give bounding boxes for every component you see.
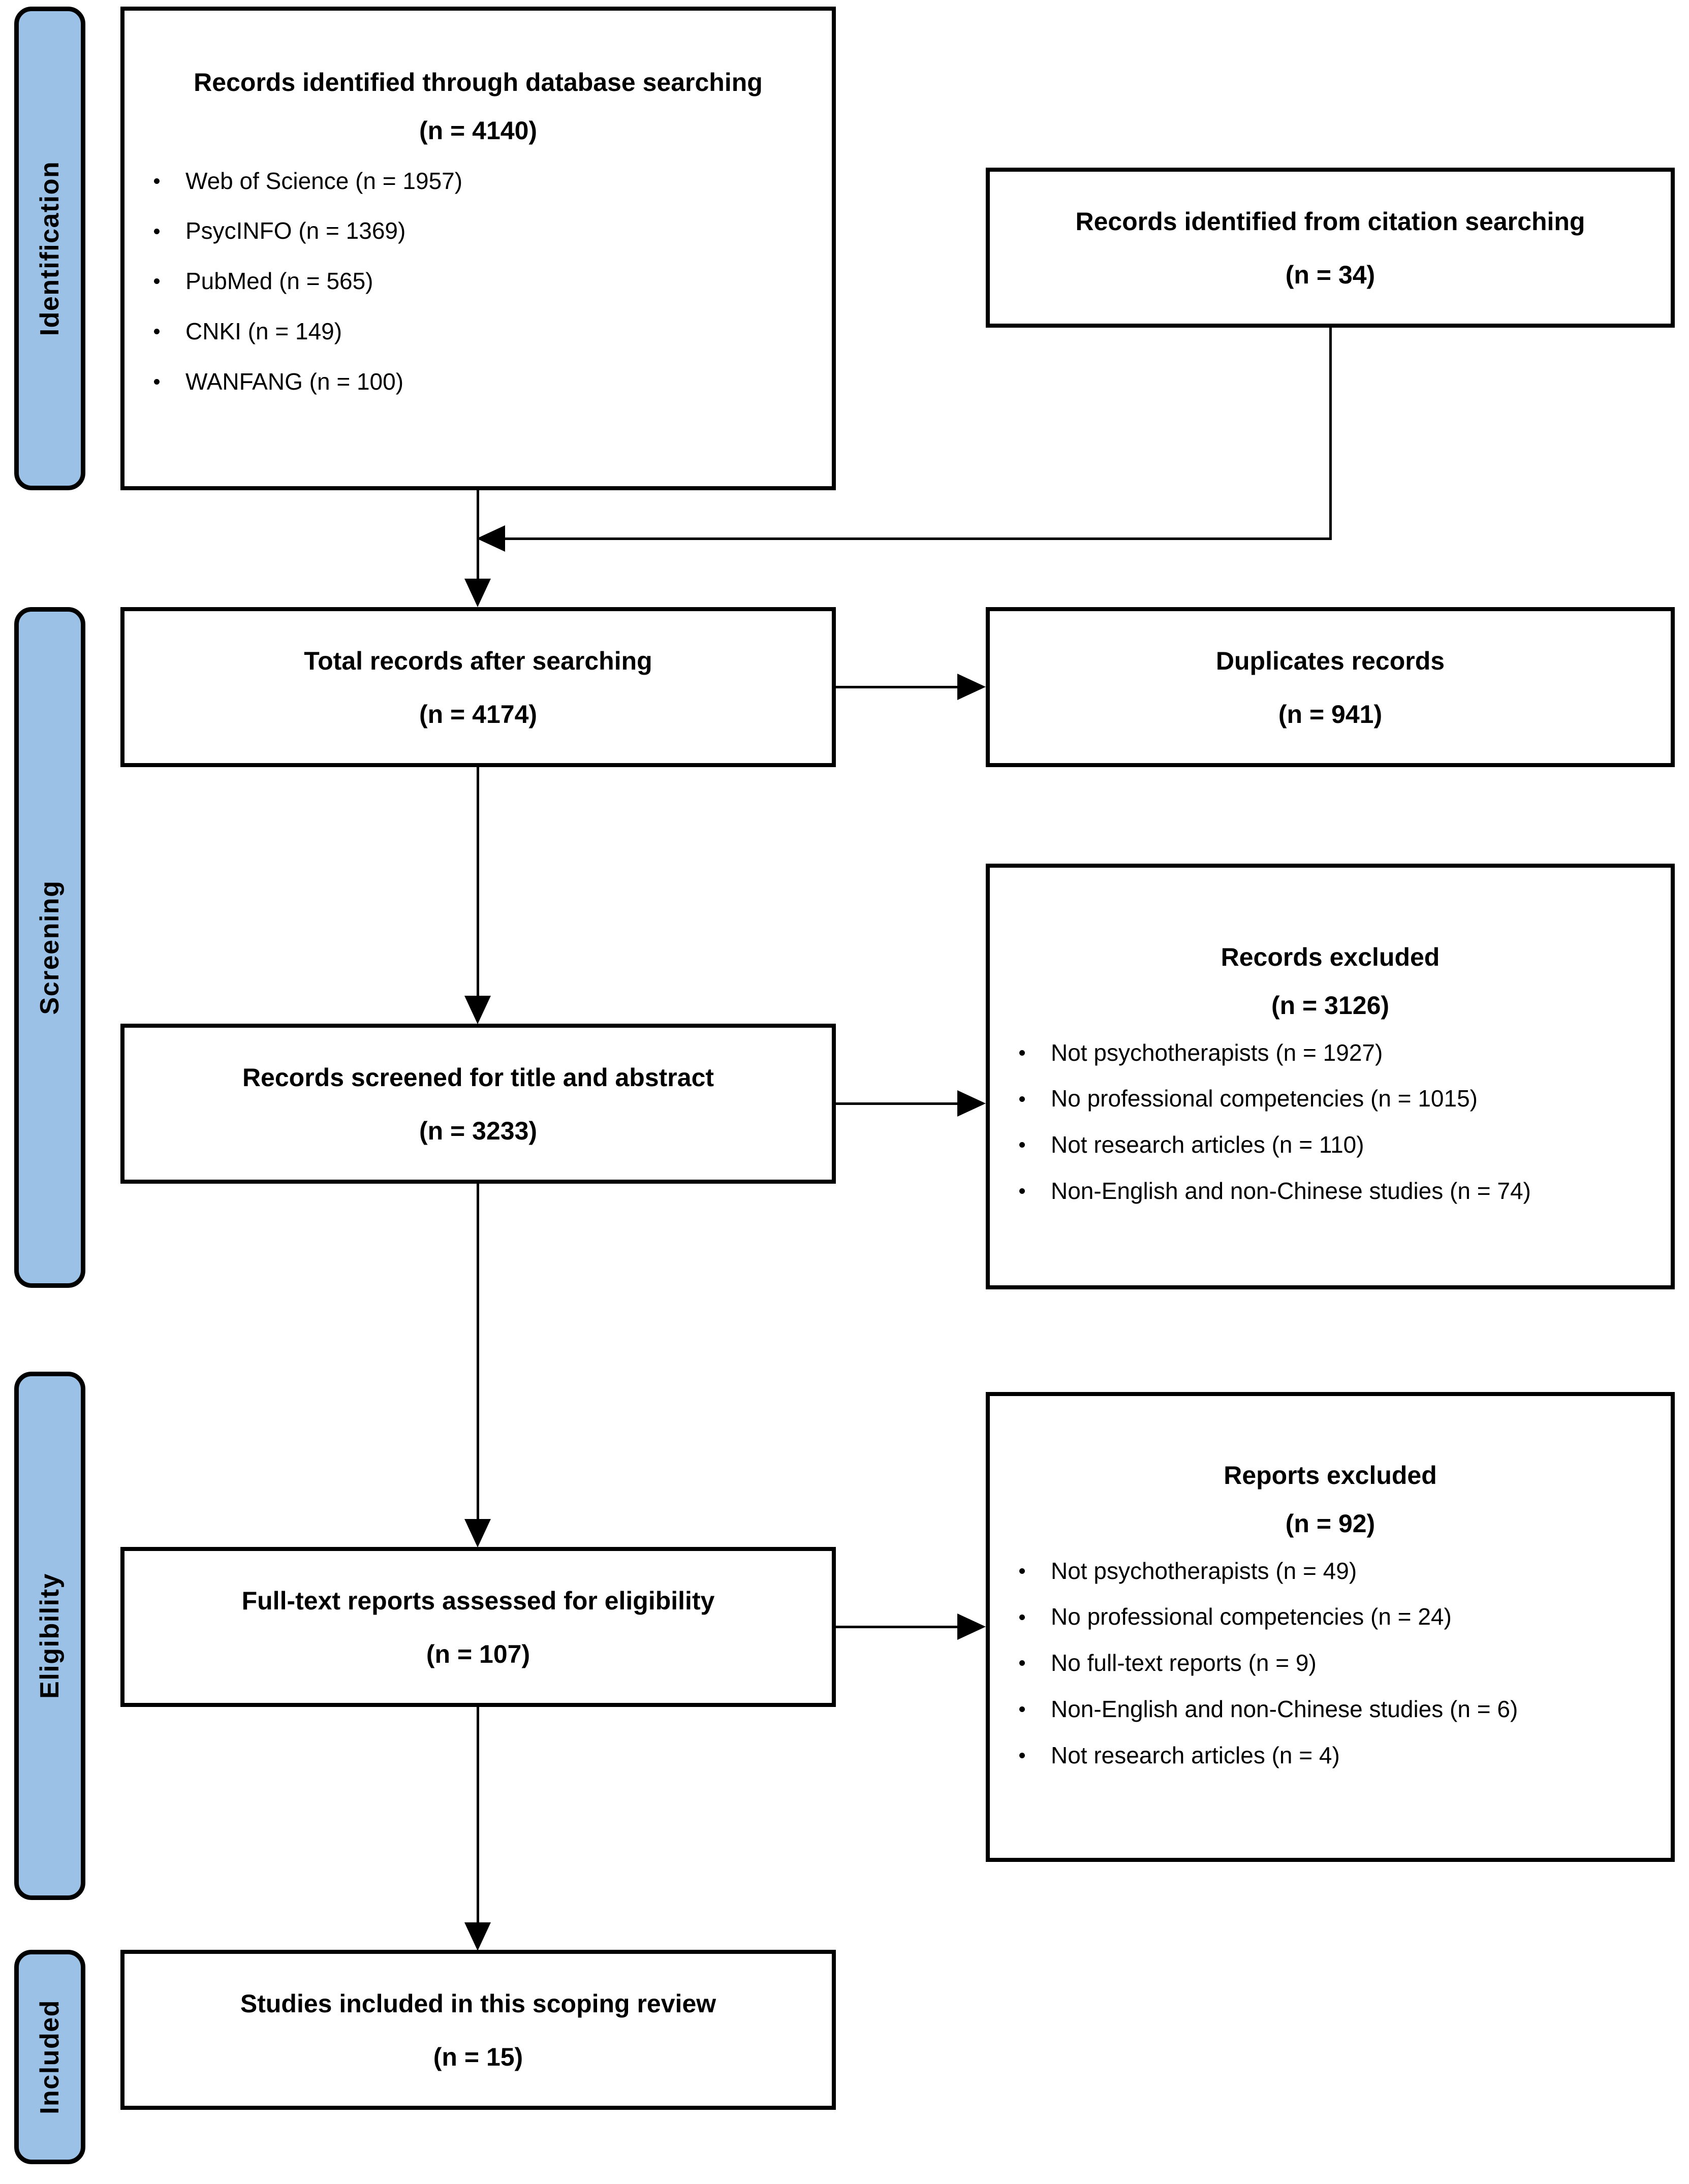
box-included-studies-count: (n = 15) [433, 2042, 523, 2071]
arrowhead-fulltext-to-included [464, 1922, 491, 1951]
box-records-screened-count: (n = 3233) [419, 1116, 538, 1145]
connector-fulltext-to-included [477, 1707, 479, 1922]
arrowhead-total-to-screened [464, 996, 491, 1024]
bullet-dot-icon [1019, 1753, 1025, 1759]
bullet-dot-icon [154, 379, 160, 385]
phase-label-identification: Identification [35, 161, 65, 336]
connector-citation-left [503, 537, 1332, 540]
bullet-dot-icon [1019, 1568, 1025, 1574]
box-citation-search: Records identified from citation searchi… [986, 168, 1675, 328]
box-full-text-reports: Full-text reports assessed for eligibili… [120, 1547, 836, 1707]
box-citation-search-title: Records identified from citation searchi… [1075, 207, 1585, 236]
box-records-screened-title: Records screened for title and abstract [242, 1063, 714, 1092]
list-item: PsycINFO (n = 1369) [151, 217, 818, 244]
box-included-studies: Studies included in this scoping review … [120, 1950, 836, 2110]
list-item: CNKI (n = 149) [151, 318, 818, 345]
list-item: No full-text reports (n = 9) [1016, 1650, 1656, 1676]
box-total-records-count: (n = 4174) [419, 700, 538, 729]
list-item: Not psychotherapists (n = 1927) [1016, 1039, 1656, 1066]
connector-citation-down [1329, 328, 1332, 539]
arrowhead-screened-to-fulltext [464, 1519, 491, 1547]
bullet-dot-icon [1019, 1050, 1025, 1056]
connector-total-to-screened [477, 767, 479, 996]
phase-bar-identification: Identification [14, 7, 85, 490]
bullet-dot-icon [154, 329, 160, 335]
connector-fulltext-to-excluded [836, 1626, 960, 1628]
arrowhead-database-to-total [464, 579, 491, 607]
phase-label-eligibility: Eligibility [35, 1573, 65, 1699]
bullet-dot-icon [154, 178, 160, 184]
bullet-dot-icon [1019, 1660, 1025, 1666]
phase-bar-included: Included [14, 1950, 85, 2164]
box-reports-excluded-title: Reports excluded [1224, 1461, 1437, 1490]
phase-bar-screening: Screening [14, 607, 85, 1288]
box-reports-excluded: Reports excluded (n = 92) Not psychother… [986, 1392, 1675, 1862]
box-included-studies-title: Studies included in this scoping review [240, 1989, 716, 2018]
reports-excluded-reason-list: Not psychotherapists (n = 49) No profess… [990, 1558, 1671, 1769]
box-reports-excluded-count: (n = 92) [1285, 1509, 1375, 1538]
bullet-dot-icon [154, 278, 160, 284]
list-item: Not research articles (n = 4) [1016, 1742, 1656, 1769]
connector-total-to-duplicates [836, 686, 960, 688]
box-duplicates-title: Duplicates records [1215, 647, 1445, 676]
box-duplicates: Duplicates records (n = 941) [986, 607, 1675, 767]
list-item: Web of Science (n = 1957) [151, 168, 818, 195]
connector-screened-to-excluded [836, 1102, 960, 1105]
arrowhead-fulltext-to-excluded [957, 1613, 986, 1640]
box-total-records-title: Total records after searching [304, 647, 652, 676]
box-total-records: Total records after searching (n = 4174) [120, 607, 836, 767]
box-duplicates-count: (n = 941) [1278, 700, 1383, 729]
box-full-text-reports-title: Full-text reports assessed for eligibili… [241, 1587, 715, 1616]
bullet-dot-icon [1019, 1706, 1025, 1713]
list-item: Not research articles (n = 110) [1016, 1131, 1656, 1158]
box-records-excluded-count: (n = 3126) [1271, 991, 1390, 1020]
bullet-dot-icon [154, 228, 160, 234]
connector-screened-to-fulltext [477, 1184, 479, 1519]
list-item: Non-English and non-Chinese studies (n =… [1016, 1178, 1656, 1205]
phase-label-included: Included [35, 2000, 65, 2114]
bullet-dot-icon [1019, 1188, 1025, 1194]
list-item: Not psychotherapists (n = 49) [1016, 1558, 1656, 1585]
list-item: WANFANG (n = 100) [151, 368, 818, 395]
bullet-dot-icon [1019, 1614, 1025, 1620]
bullet-dot-icon [1019, 1142, 1025, 1148]
box-records-screened: Records screened for title and abstract … [120, 1024, 836, 1184]
list-item: No professional competencies (n = 1015) [1016, 1085, 1656, 1112]
list-item: No professional competencies (n = 24) [1016, 1603, 1656, 1630]
box-records-excluded: Records excluded (n = 3126) Not psychoth… [986, 864, 1675, 1289]
box-full-text-reports-count: (n = 107) [426, 1639, 530, 1668]
phase-label-screening: Screening [35, 880, 65, 1015]
phase-bar-eligibility: Eligibility [14, 1372, 85, 1900]
records-excluded-reason-list: Not psychotherapists (n = 1927) No profe… [990, 1039, 1671, 1205]
box-database-search-count: (n = 4140) [419, 116, 538, 145]
box-database-search: Records identified through database sear… [120, 7, 836, 490]
arrowhead-screened-to-excluded [957, 1090, 986, 1117]
box-database-search-title: Records identified through database sear… [194, 68, 763, 97]
arrowhead-total-to-duplicates [957, 674, 986, 700]
database-source-list: Web of Science (n = 1957) PsycINFO (n = … [124, 168, 832, 395]
list-item: Non-English and non-Chinese studies (n =… [1016, 1696, 1656, 1723]
bullet-dot-icon [1019, 1096, 1025, 1102]
box-citation-search-count: (n = 34) [1285, 260, 1375, 289]
box-records-excluded-title: Records excluded [1221, 943, 1440, 971]
arrowhead-citation-to-spine [477, 525, 505, 552]
list-item: PubMed (n = 565) [151, 268, 818, 295]
